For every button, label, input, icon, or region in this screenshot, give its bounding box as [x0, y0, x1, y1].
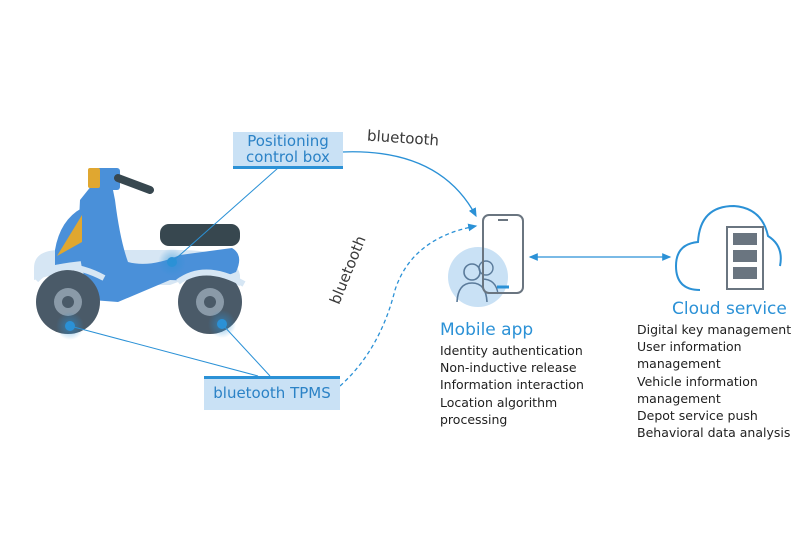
- list-item: management: [637, 356, 721, 372]
- scooter-icon: [33, 168, 246, 334]
- leader-line-control-box: [171, 167, 279, 263]
- list-item: management: [637, 390, 721, 406]
- bluetooth-tpms-label: bluetooth TPMS: [204, 376, 340, 410]
- list-item: User information: [637, 339, 742, 355]
- list-item: processing: [440, 411, 508, 427]
- cloud-service-feature-list: Digital key management User information …: [637, 321, 791, 441]
- tpms-label-text: bluetooth TPMS: [213, 384, 331, 402]
- label-underline: [233, 166, 343, 169]
- positioning-label-line-2: control box: [246, 148, 330, 166]
- cloud-service-title: Cloud service: [672, 299, 787, 319]
- list-item: Vehicle information: [637, 373, 758, 389]
- bluetooth-link-tpms: [339, 223, 478, 387]
- list-item: Digital key management: [637, 322, 792, 337]
- list-item: Location algorithm: [440, 394, 558, 410]
- bluetooth-link-control-box: [341, 151, 477, 218]
- phone-icon: [482, 214, 524, 294]
- users-icon: [448, 247, 508, 307]
- list-item: Identity authentication: [440, 343, 583, 358]
- label-topline: [204, 376, 340, 379]
- leader-line-rear-sensor: [221, 323, 271, 377]
- positioning-control-box-label: Positioning control box: [233, 132, 343, 169]
- list-item: Depot service push: [637, 408, 758, 424]
- mobile-app-feature-list: Identity authentication Non-inductive re…: [440, 342, 584, 428]
- list-item: Information interaction: [440, 377, 584, 393]
- positioning-label-line-1: Positioning: [247, 132, 329, 150]
- mobile-app-title: Mobile app: [440, 320, 534, 340]
- list-item: Behavioral data analysis: [637, 425, 791, 441]
- cloud-server-icon: [674, 204, 782, 291]
- leader-line-front-sensor: [69, 325, 259, 377]
- list-item: Non-inductive release: [440, 360, 577, 376]
